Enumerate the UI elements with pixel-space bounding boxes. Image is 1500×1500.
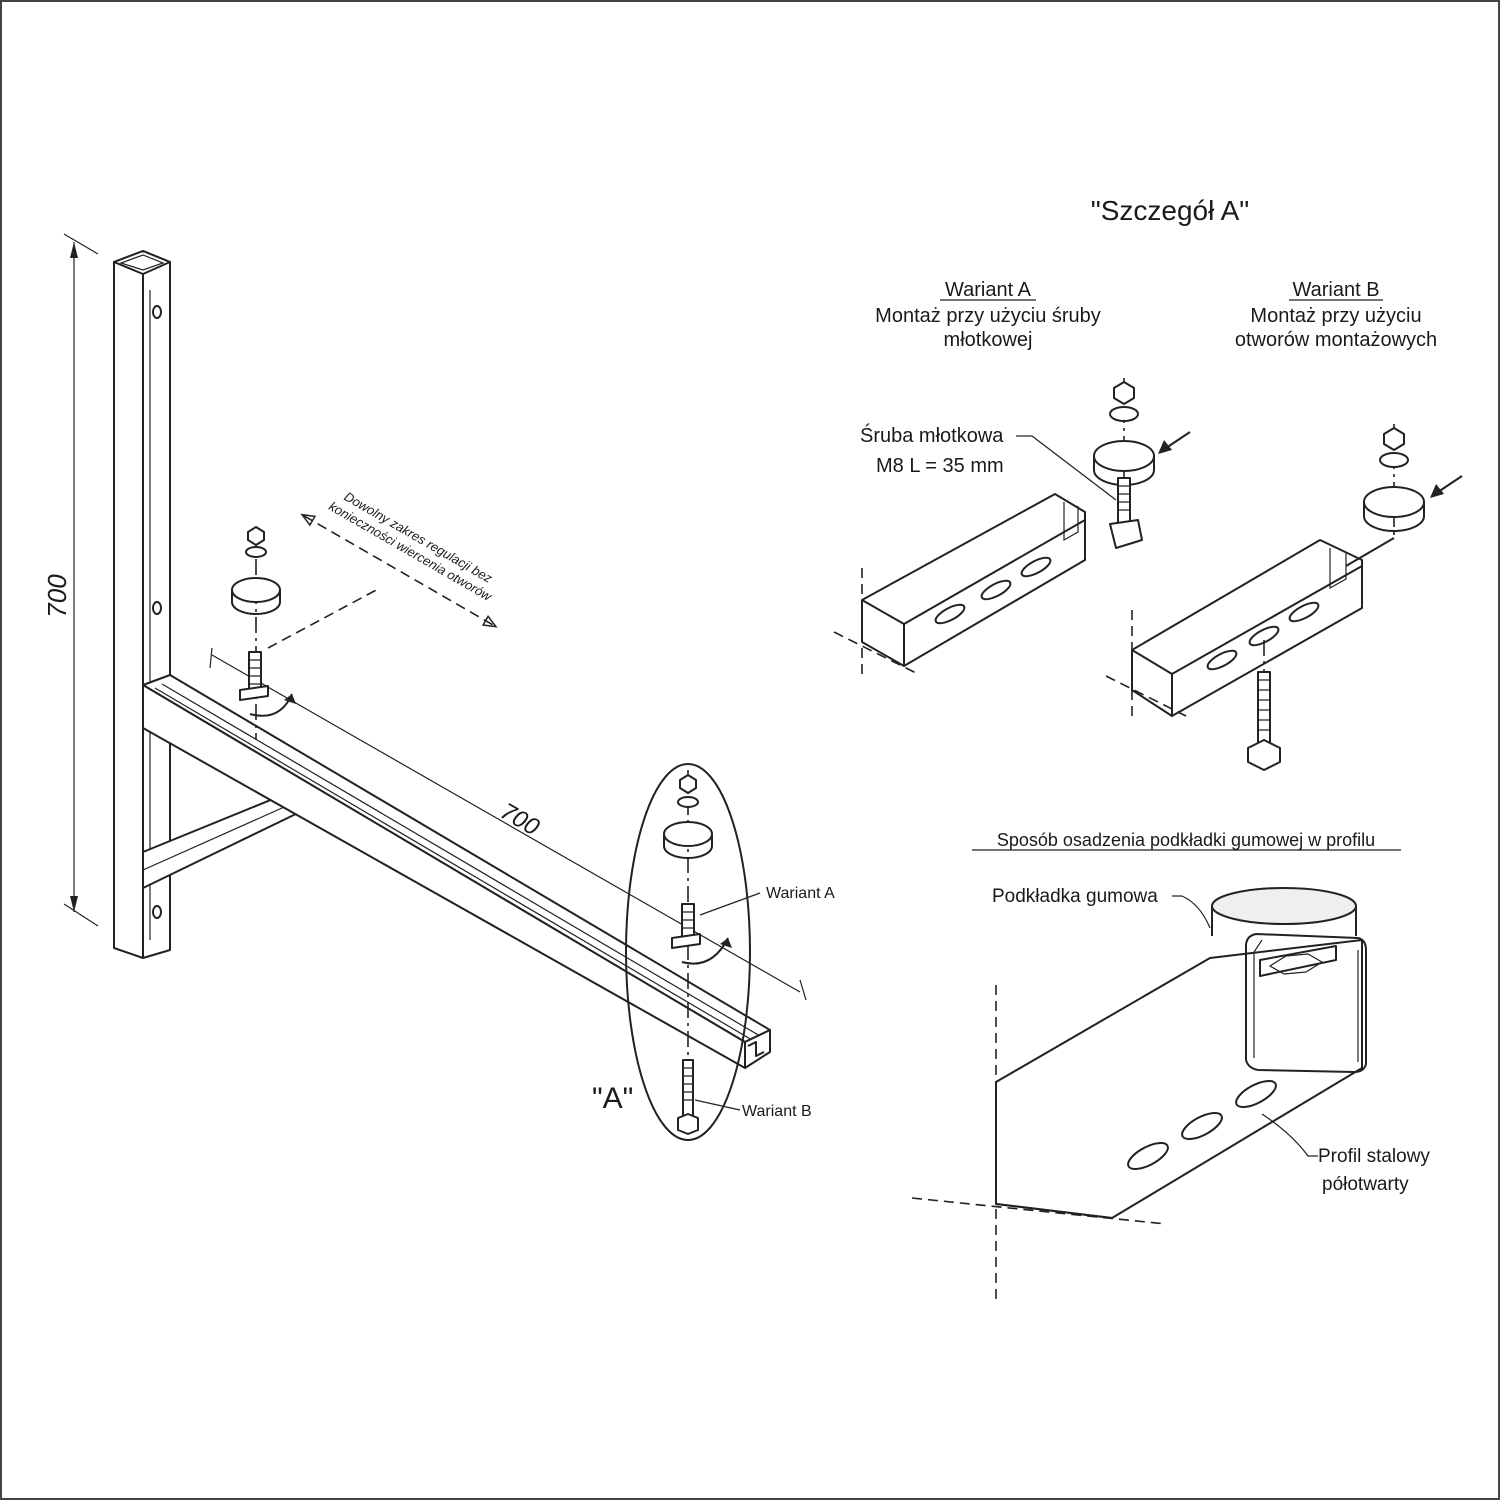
variant-b-drawing: [1105, 424, 1463, 771]
horizontal-dimension: 700: [209, 647, 807, 1001]
variant-a-drawing: Śruba młotkowa M8 L = 35 mm: [833, 378, 1191, 680]
dim-vertical: 700: [42, 574, 72, 618]
adjust-note-line1: Dowolny zakres regulacji bez: [342, 489, 496, 586]
detail-a-callout: "A" Wariant A Wariant B: [592, 763, 835, 1141]
dim-horizontal: 700: [496, 798, 545, 842]
pad-section-heading: Sposób osadzenia podkładki gumowej w pro…: [997, 830, 1375, 850]
variant-a-heading: Wariant A: [945, 279, 1032, 301]
variant-b-desc-line2: otworów montażowych: [1235, 329, 1437, 351]
variant-a-header: Wariant A Montaż przy użyciu śruby młotk…: [875, 279, 1101, 351]
bolt-label-line1: Śruba młotkowa: [860, 423, 1004, 447]
variant-b-heading: Wariant B: [1292, 279, 1379, 301]
pad-profile: [995, 939, 1363, 1219]
profile-label-line1: Profil stalowy: [1318, 1146, 1430, 1167]
variant-a-desc-line2: młotkowej: [944, 329, 1033, 351]
arm-side: [142, 684, 746, 1069]
profile-a: [861, 493, 1086, 667]
adjustment-note: Dowolny zakres regulacji bez koniecznośc…: [300, 489, 498, 628]
adjust-note-line2: konieczności wiercenia otworów: [326, 498, 495, 604]
profile-label-line2: półotwarty: [1322, 1174, 1409, 1195]
variant-b-desc-line1: Montaż przy użyciu: [1250, 305, 1421, 327]
variant-a-desc-line1: Montaż przy użyciu śruby: [875, 305, 1101, 327]
wall-bracket: [113, 250, 771, 1069]
detail-title: "Szczegół A": [1091, 195, 1249, 226]
vertical-dimension: 700: [42, 233, 99, 927]
pad-label: Podkładka gumowa: [992, 886, 1158, 907]
bolt-label-line2: M8 L = 35 mm: [876, 455, 1004, 477]
variant-b-header: Wariant B Montaż przy użyciu otworów mon…: [1235, 279, 1437, 351]
callout-variant-b: Wariant B: [742, 1103, 812, 1120]
pad-section: Sposób osadzenia podkładki gumowej w pro…: [911, 830, 1430, 1304]
detail-marker: "A": [592, 1082, 633, 1115]
profile-b: [1131, 539, 1363, 717]
fastener-set-left: [231, 526, 381, 740]
callout-variant-a: Wariant A: [766, 885, 835, 902]
